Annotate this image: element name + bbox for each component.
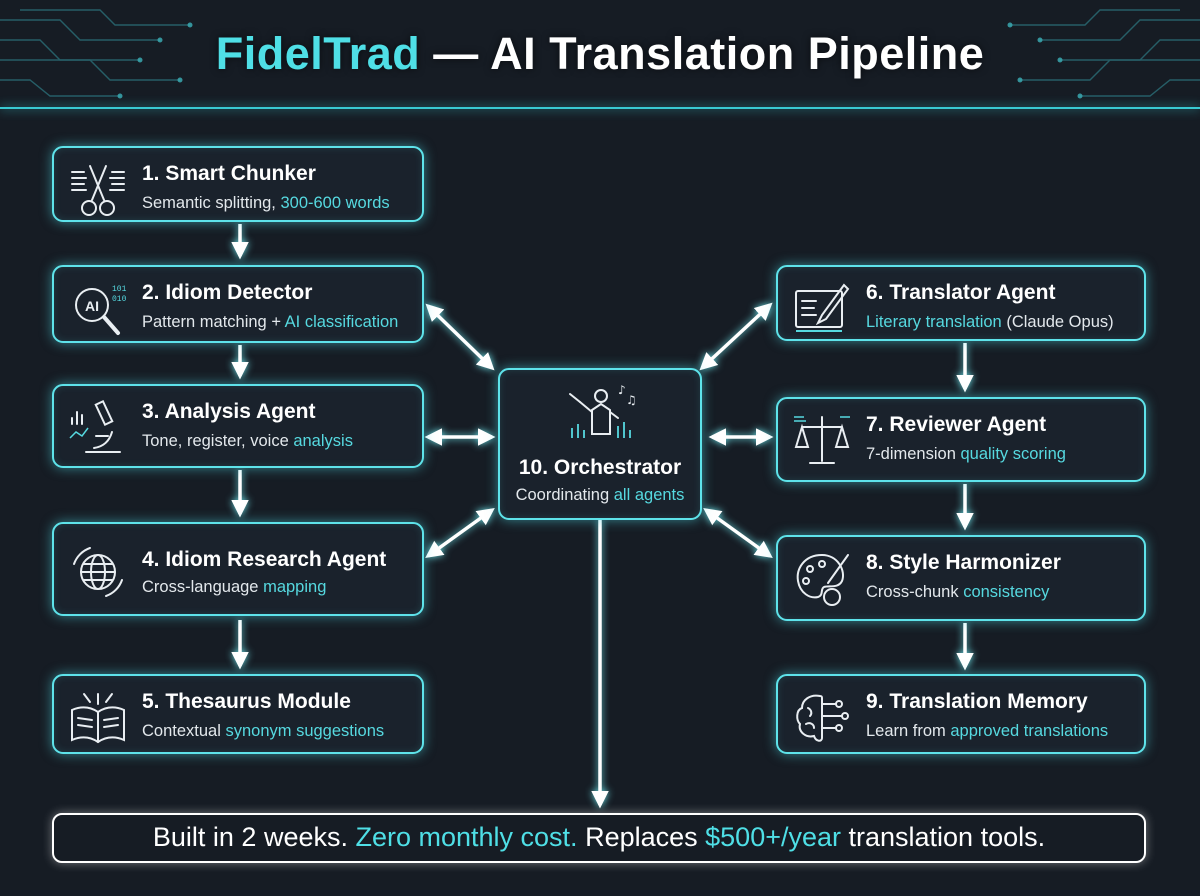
page-title: FidelTrad — AI Translation Pipeline (0, 28, 1200, 80)
node-analysis-agent: 3. Analysis Agent Tone, register, voice … (52, 384, 424, 468)
node-orchestrator: ♪ ♫ 10. Orchestrator Coordinating all ag… (498, 368, 702, 520)
desc-highlight: quality scoring (960, 445, 1066, 463)
svg-text:AI: AI (85, 298, 99, 314)
footer-text-3: translation tools. (841, 822, 1046, 852)
desc-highlight: mapping (263, 578, 327, 596)
desc-text: Contextual (142, 722, 226, 740)
microscope-chart-icon (69, 400, 121, 453)
ai-magnifier-icon: AI 101 010 (75, 285, 127, 335)
title-brand: FidelTrad (215, 28, 421, 79)
desc-highlight: synonym suggestions (225, 722, 385, 740)
circuit-decoration (0, 9, 1200, 99)
node-reviewer-agent: 7. Reviewer Agent 7-dimension quality sc… (776, 397, 1146, 482)
node-style-harmonizer: 8. Style Harmonizer Cross-chunk consiste… (776, 535, 1146, 621)
node-description: Cross-language mapping (142, 578, 326, 597)
document-pen-icon (795, 283, 850, 332)
node-translator-agent: 6. Translator Agent Literary translation… (776, 265, 1146, 341)
node-label: 6. Translator Agent (866, 281, 1056, 304)
desc-text: Cross-chunk (866, 583, 964, 601)
node-description: Cross-chunk consistency (866, 583, 1049, 602)
node-label: 10. Orchestrator (518, 456, 682, 479)
brain-circuit-icon (796, 694, 849, 742)
open-book-icon (71, 693, 125, 744)
node-description: 7-dimension quality scoring (866, 445, 1066, 464)
desc-highlight: all agents (613, 486, 685, 504)
node-description: Learn from approved translations (866, 722, 1108, 741)
arrow-orch-node4 (425, 507, 495, 559)
node-label: 2. Idiom Detector (142, 281, 313, 304)
desc-text: Tone, register, voice (142, 432, 294, 450)
footer-banner: Built in 2 weeks. Zero monthly cost. Rep… (52, 813, 1146, 863)
desc-highlight: AI classification (284, 313, 399, 331)
node-label: 4. Idiom Research Agent (142, 548, 387, 571)
desc-text: 7-dimension (866, 445, 961, 463)
node-translation-memory: 9. Translation Memory Learn from approve… (776, 674, 1146, 754)
node-label: 9. Translation Memory (866, 690, 1088, 713)
desc-highlight: analysis (293, 432, 353, 450)
node-description: Coordinating all agents (500, 486, 700, 505)
node-description: Contextual synonym suggestions (142, 722, 384, 741)
balance-scale-icon (794, 416, 850, 464)
globe-arrows-icon (73, 547, 123, 597)
scissors-text-icon (71, 165, 125, 216)
svg-text:♫: ♫ (626, 393, 636, 407)
node-label: 8. Style Harmonizer (866, 551, 1061, 574)
footer-highlight-2: $500+/year (705, 822, 841, 852)
desc-text: Semantic splitting, (142, 194, 281, 212)
arrow-orch-node8 (703, 507, 773, 559)
title-divider (0, 107, 1200, 109)
node-description: Literary translation (Claude Opus) (866, 313, 1114, 332)
node-description: Tone, register, voice analysis (142, 432, 353, 451)
svg-text:101: 101 (112, 285, 127, 294)
palette-brush-icon (796, 553, 849, 606)
node-thesaurus-module: 5. Thesaurus Module Contextual synonym s… (52, 674, 424, 754)
node-idiom-research-agent: 4. Idiom Research Agent Cross-language m… (52, 522, 424, 616)
desc-highlight: 300-600 words (280, 194, 390, 212)
desc-text: Cross-language (142, 578, 264, 596)
footer-text-1: Built in 2 weeks. (152, 822, 356, 852)
desc-text: Coordinating (515, 486, 614, 504)
node-label: 3. Analysis Agent (142, 400, 316, 423)
desc-tail: (Claude Opus) (1001, 313, 1114, 331)
footer-text-2: Replaces (577, 822, 706, 852)
title-rest: — AI Translation Pipeline (420, 28, 985, 79)
svg-text:♪: ♪ (618, 383, 626, 397)
node-smart-chunker: 1. Smart Chunker Semantic splitting, 300… (52, 146, 424, 222)
node-label: 1. Smart Chunker (142, 162, 316, 185)
arrow-orch-node2 (425, 303, 495, 371)
node-label: 7. Reviewer Agent (866, 413, 1047, 436)
node-label: 5. Thesaurus Module (142, 690, 351, 713)
node-description: Pattern matching + AI classification (142, 313, 398, 332)
conductor-icon: ♪ ♫ (569, 383, 636, 438)
desc-text: Pattern matching + (142, 313, 285, 331)
svg-text:010: 010 (112, 295, 127, 304)
footer-highlight-1: Zero monthly cost. (355, 822, 578, 852)
desc-highlight: consistency (963, 583, 1050, 601)
desc-highlight: approved translations (950, 722, 1109, 740)
desc-highlight: Literary translation (866, 313, 1002, 331)
node-idiom-detector: AI 101 010 2. Idiom Detector Pattern mat… (52, 265, 424, 343)
arrow-orch-node6 (699, 302, 773, 371)
desc-text: Learn from (866, 722, 951, 740)
node-description: Semantic splitting, 300-600 words (142, 194, 390, 213)
